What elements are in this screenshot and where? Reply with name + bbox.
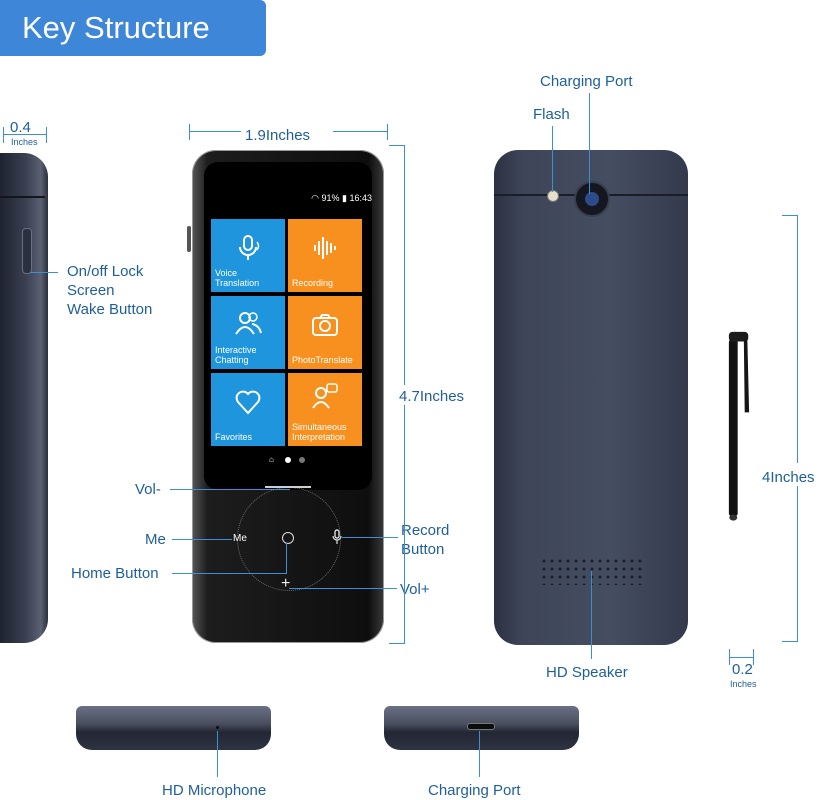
interpretation-icon	[288, 381, 362, 417]
callout-record-1: Record	[401, 522, 450, 539]
side-thickness-value: 0.4	[10, 119, 31, 136]
battery-level: 91%	[321, 193, 340, 203]
page-dot-active[interactable]	[285, 457, 291, 463]
usb-port	[467, 723, 495, 730]
camera-lens	[574, 181, 610, 217]
tile-photo-translate[interactable]: PhotoTranslate	[288, 296, 362, 369]
camera-icon	[288, 310, 362, 346]
callout-speaker: HD Speaker	[546, 664, 628, 681]
device-side-view	[0, 153, 48, 643]
tile-recording[interactable]: Recording	[288, 219, 362, 292]
height-dimension: 4.7Inches	[399, 388, 465, 405]
stylus-thickness: 0.2	[732, 661, 753, 678]
stylus-length: 4Inches	[762, 469, 815, 486]
home-page-icon: ⌂	[269, 455, 274, 464]
callout-me: Me	[145, 531, 166, 548]
callout-flash: Flash	[533, 106, 570, 123]
tile-simultaneous-interpretation[interactable]: Simultaneous Interpretation	[288, 373, 362, 446]
battery-icon: ▮	[342, 193, 347, 203]
front-side-button	[187, 226, 191, 252]
page-title: Key Structure	[0, 0, 266, 56]
tile-favorites[interactable]: Favorites	[211, 373, 285, 446]
stylus	[728, 331, 750, 521]
callout-record-2: Button	[401, 541, 445, 558]
callout-home: Home Button	[71, 565, 159, 582]
waveform-icon	[288, 233, 362, 269]
tile-voice-translation[interactable]: Voice Translation	[211, 219, 285, 292]
people-icon	[211, 308, 285, 344]
microphone-hole	[216, 726, 219, 729]
callout-microphone: HD Microphone	[162, 782, 267, 799]
heart-icon	[211, 387, 285, 423]
callout-vol-plus: Vol+	[400, 581, 430, 598]
flash-led	[547, 190, 559, 202]
callout-power-3: Wake Button	[67, 301, 153, 318]
callout-charging-port-top: Charging Port	[540, 73, 633, 90]
side-seam	[0, 196, 45, 198]
clock: 16:43	[349, 193, 372, 203]
side-thickness-unit: Inches	[11, 137, 38, 147]
callout-power-2: Screen	[67, 282, 115, 299]
callout-power-1: On/off Lock	[67, 263, 144, 280]
side-power-button	[22, 228, 32, 274]
stylus-thickness-unit: Inches	[730, 679, 757, 689]
width-dimension: 1.9Inches	[245, 127, 311, 144]
status-bar: ◠ 91% ▮ 16:43	[212, 193, 372, 204]
mic-icon	[211, 233, 285, 269]
home-key[interactable]	[282, 532, 294, 544]
speaker-grille	[540, 557, 644, 585]
callout-charging-port-bottom: Charging Port	[428, 782, 521, 799]
tile-interactive-chatting[interactable]: Interactive Chatting	[211, 296, 285, 369]
wifi-icon: ◠	[311, 193, 319, 203]
vol-minus-key[interactable]	[265, 486, 311, 488]
device-bottom-view-mic	[76, 706, 271, 750]
me-key[interactable]: Me	[233, 533, 247, 544]
record-key-mic-icon[interactable]	[332, 529, 342, 548]
vol-plus-key[interactable]: +	[281, 575, 291, 592]
page-dot[interactable]	[299, 457, 305, 463]
callout-vol-minus: Vol-	[135, 481, 161, 498]
